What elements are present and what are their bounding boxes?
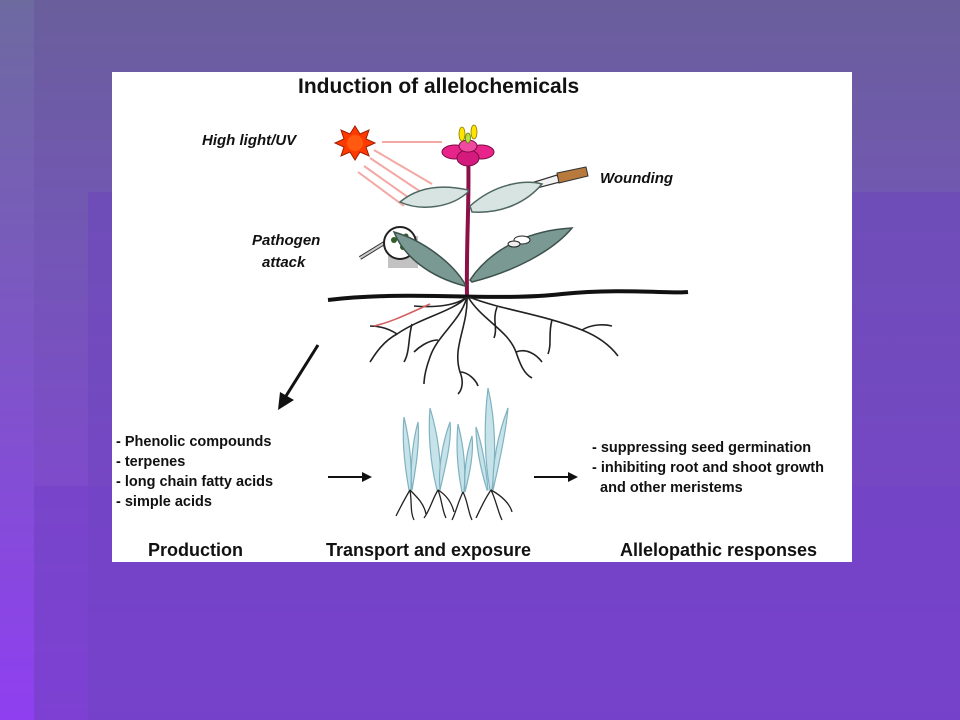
compound-item: - long chain fatty acids <box>116 474 273 490</box>
arrow-to-transport <box>328 472 372 482</box>
seedlings-illustration <box>395 387 513 521</box>
plant-illustration <box>392 124 574 298</box>
allelochemicals-figure: Induction of allelochemicals High light/… <box>112 72 852 562</box>
sun-icon <box>333 125 377 161</box>
wounding-label: Wounding <box>600 170 673 187</box>
high-light-uv-label: High light/UV <box>202 132 298 149</box>
flower-icon <box>441 124 495 167</box>
response-item: and other meristems <box>592 480 743 496</box>
stage-transport-label: Transport and exposure <box>326 540 531 560</box>
slide-left-edge-band <box>0 0 34 720</box>
arrow-to-responses <box>534 472 578 482</box>
insect-icon <box>507 235 531 248</box>
soil-line <box>327 289 689 302</box>
arrow-to-production <box>278 344 320 410</box>
root-system <box>369 296 619 395</box>
pathogen-label-line2: attack <box>262 254 306 271</box>
pathogen-label-line1: Pathogen <box>252 232 320 249</box>
compound-item: - Phenolic compounds <box>116 434 271 450</box>
stage-production-label: Production <box>148 540 243 560</box>
uv-rays <box>357 141 442 207</box>
compounds-list: - Phenolic compounds - terpenes - long c… <box>116 434 273 510</box>
response-item: - inhibiting root and shoot growth <box>592 460 824 476</box>
stage-responses-label: Allelopathic responses <box>620 540 817 560</box>
compound-item: - simple acids <box>116 494 212 510</box>
responses-list: - suppressing seed germination - inhibit… <box>592 440 824 496</box>
compound-item: - terpenes <box>116 454 185 470</box>
response-item: - suppressing seed germination <box>592 440 811 456</box>
figure-title: Induction of allelochemicals <box>298 75 579 98</box>
